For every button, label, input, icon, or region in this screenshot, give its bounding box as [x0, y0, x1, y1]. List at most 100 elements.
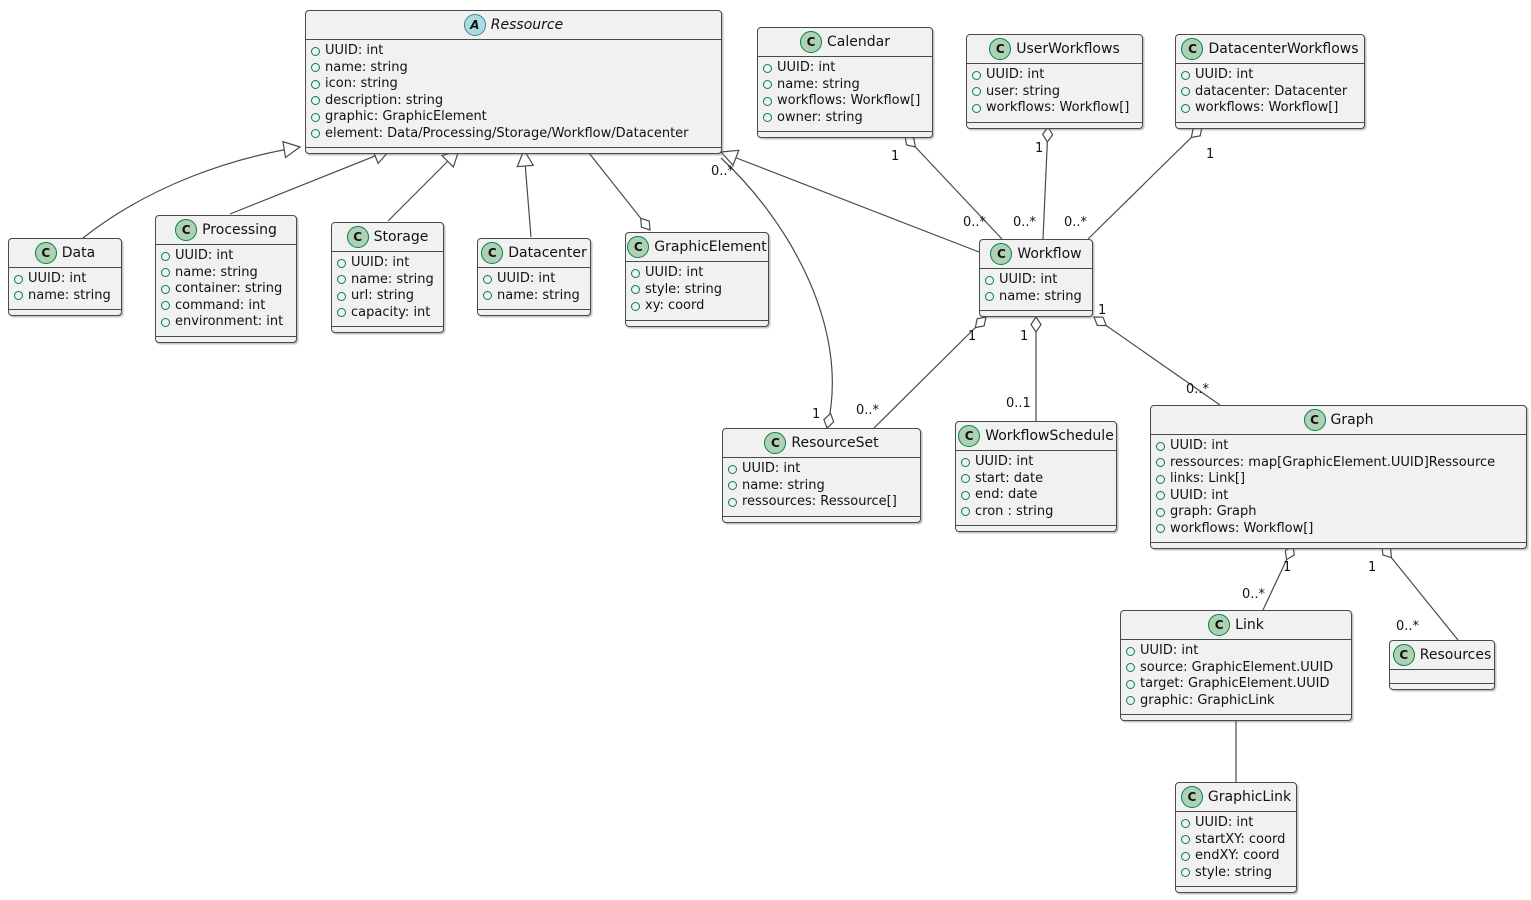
multiplicity-label: 1: [1206, 147, 1214, 162]
attribute-text: name: string: [742, 477, 825, 493]
field-visibility-icon: [961, 507, 970, 517]
attribute-text: UUID: int: [1140, 643, 1199, 658]
field-visibility-icon: [1156, 524, 1165, 534]
class-icon: C: [958, 425, 981, 447]
methods-compartment: [1390, 683, 1494, 689]
attribute-row: workflows: Workflow[]: [1156, 521, 1518, 538]
attribute-text: name: string: [325, 59, 408, 75]
aggregation-line: [1093, 316, 1221, 406]
attribute-row: datacenter: Datacenter: [1181, 84, 1356, 101]
multiplicity-label: 0..*: [1064, 215, 1088, 230]
field-visibility-icon: [311, 112, 320, 122]
attribute-row: name: string: [14, 288, 113, 305]
attribute-text: command: int: [175, 297, 266, 313]
attribute-row: name: string: [161, 265, 288, 282]
multiplicity-label: 0..*: [1013, 215, 1037, 230]
class-name: GraphicLink: [1207, 789, 1292, 805]
attribute-text: UUID: int: [986, 67, 1045, 82]
multiplicity-label: 1: [1368, 560, 1376, 575]
attribute-row: start: date: [961, 471, 1108, 488]
field-visibility-icon: [1156, 507, 1165, 517]
methods-compartment: [626, 319, 768, 326]
field-visibility-icon: [972, 87, 981, 97]
class-name: Resources: [1419, 647, 1492, 663]
methods-compartment: [9, 309, 121, 315]
field-visibility-icon: [985, 275, 994, 285]
edge-workflow-resourceset: 10..*: [856, 316, 987, 429]
multiplicity-label: 1: [1035, 141, 1043, 156]
field-visibility-icon: [1126, 646, 1135, 656]
attribute-row: style: string: [631, 282, 760, 299]
attribute-row: target: GraphicElement.UUID: [1126, 676, 1343, 693]
attribute-text: owner: string: [777, 109, 863, 125]
methods-compartment: [1176, 121, 1364, 128]
attribute-text: UUID: int: [645, 265, 704, 280]
attribute-row: endXY: coord: [1181, 848, 1288, 865]
generalization-triangle-icon: [282, 140, 302, 159]
attribute-text: UUID: int: [742, 461, 801, 476]
attribute-text: end: date: [975, 487, 1038, 502]
class-icon: C: [175, 219, 198, 241]
attribute-text: target: GraphicElement.UUID: [1140, 676, 1330, 691]
class-icon: C: [1208, 614, 1231, 636]
field-visibility-icon: [14, 274, 23, 284]
attribute-row: UUID: int: [972, 67, 1134, 84]
attribute-text: name: string: [175, 264, 258, 280]
attribute-text: UUID: int: [999, 272, 1058, 287]
class-icon: C: [346, 226, 369, 248]
attribute-row: UUID: int: [961, 454, 1108, 471]
multiplicity-label: 0..*: [1186, 382, 1210, 397]
attribute-row: owner: string: [763, 110, 924, 127]
edge-workflow-extends-ressource: [719, 149, 980, 253]
class-name: Data: [61, 245, 96, 261]
aggregation-diamond-icon: [1093, 316, 1108, 327]
multiplicity-label: 0..*: [711, 164, 735, 179]
attribute-text: start: date: [975, 470, 1044, 486]
field-visibility-icon: [14, 291, 23, 301]
multiplicity-label: 0..*: [1396, 619, 1420, 634]
multiplicity-label: 1: [812, 407, 820, 422]
attribute-row: UUID: int: [985, 272, 1084, 289]
attribute-row: name: string: [311, 60, 713, 77]
attribute-row: workflows: Workflow[]: [972, 100, 1134, 117]
attributes-compartment: [1390, 670, 1494, 683]
field-visibility-icon: [985, 292, 994, 302]
methods-compartment: [306, 147, 721, 153]
attribute-text: links: Link[]: [1170, 471, 1246, 486]
attribute-row: user: string: [972, 84, 1134, 101]
edge-graph-resources: 1 0..*: [1368, 545, 1459, 641]
aggregation-diamond-icon: [974, 316, 987, 329]
field-visibility-icon: [1181, 835, 1190, 845]
attribute-text: UUID: int: [975, 454, 1034, 469]
field-visibility-icon: [961, 457, 970, 467]
class-icon: C: [34, 242, 57, 264]
field-visibility-icon: [311, 63, 320, 73]
field-visibility-icon: [1181, 70, 1190, 80]
attribute-text: UUID: int: [1195, 815, 1254, 830]
field-visibility-icon: [1181, 103, 1190, 113]
aggregation-diamond-icon: [823, 412, 835, 430]
class-name: WorkflowSchedule: [985, 428, 1114, 444]
class-name: Graph: [1330, 412, 1374, 428]
attribute-text: name: string: [497, 287, 580, 303]
generalization-line: [82, 146, 301, 239]
field-visibility-icon: [311, 46, 320, 56]
attribute-row: graphic: GraphicLink: [1126, 693, 1343, 710]
attribute-row: ressources: map[GraphicElement.UUID]Ress…: [1156, 455, 1518, 472]
field-visibility-icon: [631, 301, 640, 311]
edge-storage-extends-ressource: [387, 149, 460, 222]
